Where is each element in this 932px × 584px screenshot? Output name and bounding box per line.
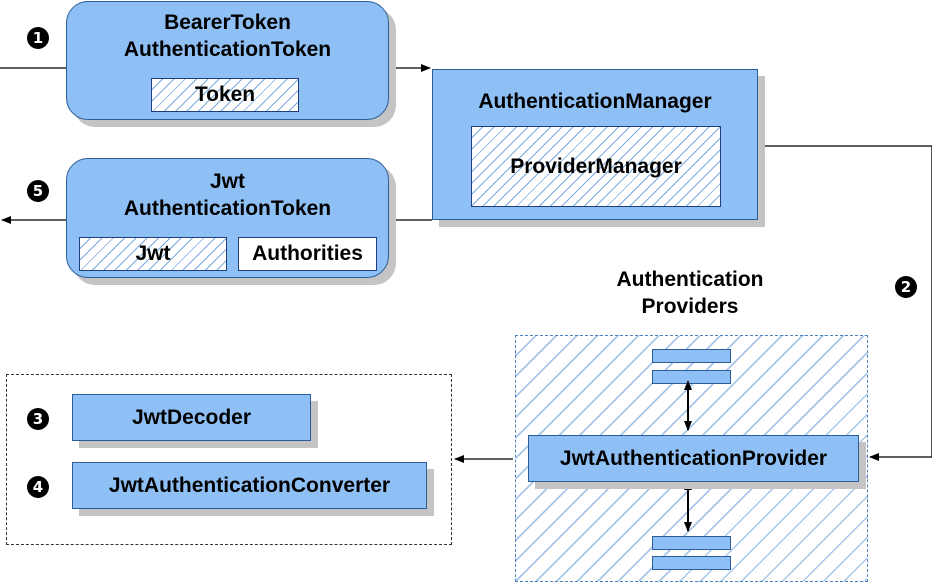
manager-to-provider-arrow	[758, 145, 932, 461]
providers-title: Authentication Providers	[570, 266, 810, 320]
authentication-manager-title: AuthenticationManager	[478, 90, 712, 113]
decoder-converter-group	[6, 374, 452, 545]
jwt-field: Jwt	[79, 237, 227, 271]
provider-manager-box: ProviderManager	[471, 126, 721, 207]
jwt-token-title-line2: AuthenticationToken	[123, 197, 332, 220]
jwt-token-title-line1: Jwt	[209, 170, 245, 193]
jwt-authentication-provider-box: JwtAuthenticationProvider	[528, 435, 859, 482]
bearer-token-title-line2: AuthenticationToken	[123, 38, 332, 61]
step-3-badge: 3	[27, 408, 49, 430]
jwt-authentication-converter-box: JwtAuthenticationConverter	[72, 462, 427, 509]
provider-bar-bottom-2	[652, 556, 731, 570]
provider-bar-top-1	[652, 349, 731, 363]
jwt-decoder-box: JwtDecoder	[72, 394, 311, 441]
bearer-token-title-line1: BearerToken	[164, 11, 291, 34]
token-field: Token	[151, 78, 299, 112]
jwt-token-box: Jwt AuthenticationToken Jwt Authorities	[66, 158, 389, 278]
provider-bar-bottom-1	[652, 536, 731, 550]
authentication-manager-box: AuthenticationManager ProviderManager	[432, 69, 758, 220]
providers-title-line1: Authentication	[616, 268, 764, 291]
bearer-token-box: BearerToken AuthenticationToken Token	[66, 1, 389, 120]
step-1-badge: 1	[27, 27, 49, 49]
step-4-badge: 4	[27, 476, 49, 498]
step-5-badge: 5	[27, 180, 49, 202]
providers-title-line2: Providers	[641, 295, 739, 318]
step-2-badge: 2	[895, 276, 917, 298]
authorities-field: Authorities	[238, 237, 377, 271]
